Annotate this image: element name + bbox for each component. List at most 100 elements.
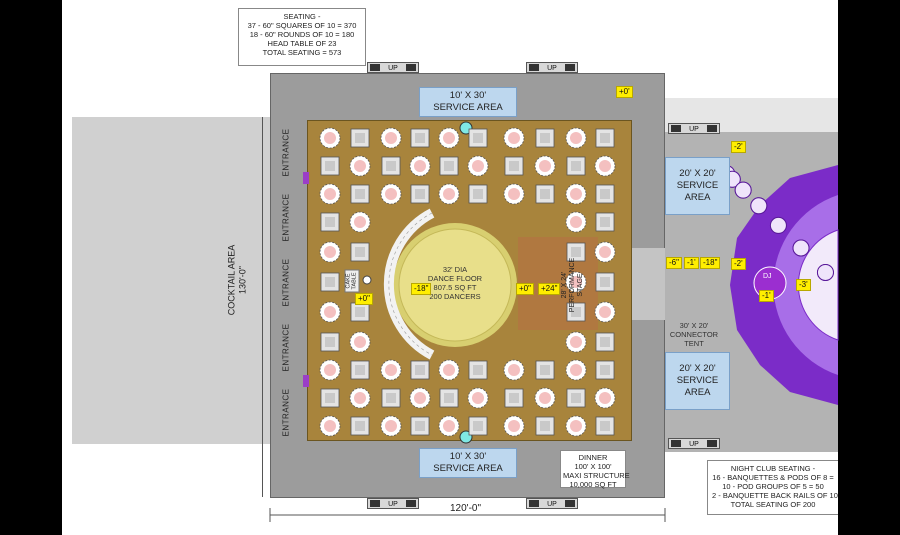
night-club-pod	[734, 181, 752, 199]
round-table-top	[508, 364, 520, 376]
seating-note-line: SEATING -	[283, 12, 321, 21]
dance-floor-line: 200 DANCERS	[429, 292, 481, 301]
square-table-top	[571, 247, 581, 257]
round-table-top	[472, 392, 484, 404]
tables-layer	[319, 127, 616, 437]
round-table-top	[324, 132, 336, 144]
night-club-note-line: 10 - POD GROUPS OF 5 = 50	[722, 482, 824, 491]
cocktail-area	[72, 117, 270, 444]
entrance-marker-icon	[303, 375, 309, 387]
night-club-note: NIGHT CLUB SEATING - 16 - BANQUETTES & P…	[707, 460, 838, 515]
stairs-up-club-bottom: UP	[668, 438, 720, 449]
night-club-pod	[769, 216, 787, 234]
round-table-top	[324, 246, 336, 258]
dinner-note-line: 100' X 100'	[574, 462, 612, 471]
square-table-top	[415, 133, 425, 143]
round-table-top	[599, 392, 611, 404]
stairs-up-bottom-right: UP	[526, 498, 578, 509]
night-club-pod	[816, 263, 834, 281]
connector-tent-line: CONNECTOR	[669, 330, 719, 339]
night-club-pod	[792, 239, 810, 257]
entrance-label: ENTRANCE	[281, 192, 291, 242]
elevation-tag: -1'	[759, 290, 774, 302]
elevation-tag: -18"	[700, 257, 721, 269]
service-area-size: 10' X 30'	[449, 451, 487, 462]
service-area-name: SERVICE AREA	[433, 102, 503, 113]
square-table-top	[473, 365, 483, 375]
square-table-top	[509, 161, 519, 171]
elevation-tag: -6"	[666, 257, 682, 269]
square-table-top	[473, 133, 483, 143]
stairs-up-top-right: UP	[526, 62, 578, 73]
round-table-top	[385, 420, 397, 432]
dance-floor-label: 32' DIA DANCE FLOOR 807.5 SQ FT 200 DANC…	[415, 265, 495, 301]
round-table-top	[599, 160, 611, 172]
round-table-top	[570, 420, 582, 432]
round-table-top	[354, 336, 366, 348]
seating-note-line: HEAD TABLE OF 23	[267, 39, 337, 48]
round-table-top	[599, 246, 611, 258]
round-table-top	[570, 364, 582, 376]
square-table-top	[509, 393, 519, 403]
dinner-note: DINNER 100' X 100' MAXI STRUCTURE 10,000…	[560, 450, 630, 489]
round-table-top	[443, 188, 455, 200]
connector-tent-label: 30' X 20' CONNECTOR TENT	[664, 321, 724, 348]
dance-floor-line: DANCE FLOOR	[427, 274, 483, 283]
dinner-note-line: MAXI STRUCTURE	[563, 471, 630, 480]
seating-note-line: 18 - 60" ROUNDS OF 10 = 180	[249, 30, 355, 39]
round-table-top	[385, 364, 397, 376]
dj-label: DJ	[763, 273, 772, 280]
square-table-top	[540, 133, 550, 143]
elevation-tag: -1'	[684, 257, 699, 269]
round-table-top	[539, 392, 551, 404]
dinner-note-line: 10,000 SQ FT	[569, 480, 617, 489]
entrance-label: ENTRANCE	[281, 127, 291, 177]
square-table-top	[355, 189, 365, 199]
night-club-note-line: TOTAL SEATING OF 200	[730, 500, 816, 509]
square-table-top	[355, 133, 365, 143]
seating-note-line: 37 - 60" SQUARES OF 10 = 370	[247, 21, 357, 30]
square-table-top	[415, 189, 425, 199]
service-area-size: 20' X 20'	[679, 168, 716, 179]
service-area-right-top: 20' X 20' SERVICE AREA	[665, 157, 730, 215]
round-table-top	[354, 160, 366, 172]
connector-tent-line: TENT	[684, 339, 704, 348]
left-border-bar	[0, 0, 62, 535]
night-club-note-line: 16 - BANQUETTES & PODS OF 8 =	[712, 473, 834, 482]
round-table-top	[570, 336, 582, 348]
round-table-top	[414, 160, 426, 172]
elevation-tag: -2'	[731, 258, 746, 270]
round-table-top	[385, 188, 397, 200]
round-table-top	[414, 392, 426, 404]
night-club-note-line: NIGHT CLUB SEATING -	[730, 464, 816, 473]
round-table-top	[385, 132, 397, 144]
service-area-size: 10' X 30'	[449, 90, 487, 101]
square-table-top	[355, 365, 365, 375]
square-table-top	[571, 307, 581, 317]
elevation-tag: -3'	[796, 279, 811, 291]
square-table-top	[600, 217, 610, 227]
seating-note: SEATING - 37 - 60" SQUARES OF 10 = 370 1…	[238, 8, 366, 66]
elevation-tag: -18"	[411, 283, 432, 295]
square-table-top	[325, 161, 335, 171]
square-table-top	[444, 161, 454, 171]
dance-floor-line: 807.5 SQ FT	[433, 283, 477, 292]
square-table-top	[540, 421, 550, 431]
round-table-top	[570, 132, 582, 144]
round-table-top	[508, 420, 520, 432]
square-table-top	[355, 421, 365, 431]
round-table-top	[443, 132, 455, 144]
square-table-top	[325, 393, 335, 403]
square-table-top	[444, 393, 454, 403]
dimension-line-vertical	[262, 117, 263, 497]
square-table-top	[325, 277, 335, 287]
service-area-bottom: 10' X 30' SERVICE AREA	[419, 448, 517, 478]
round-table-top	[443, 364, 455, 376]
cake-table	[344, 269, 360, 293]
square-table-top	[600, 337, 610, 347]
square-table-top	[473, 189, 483, 199]
round-table-top	[539, 160, 551, 172]
round-table-top	[570, 188, 582, 200]
